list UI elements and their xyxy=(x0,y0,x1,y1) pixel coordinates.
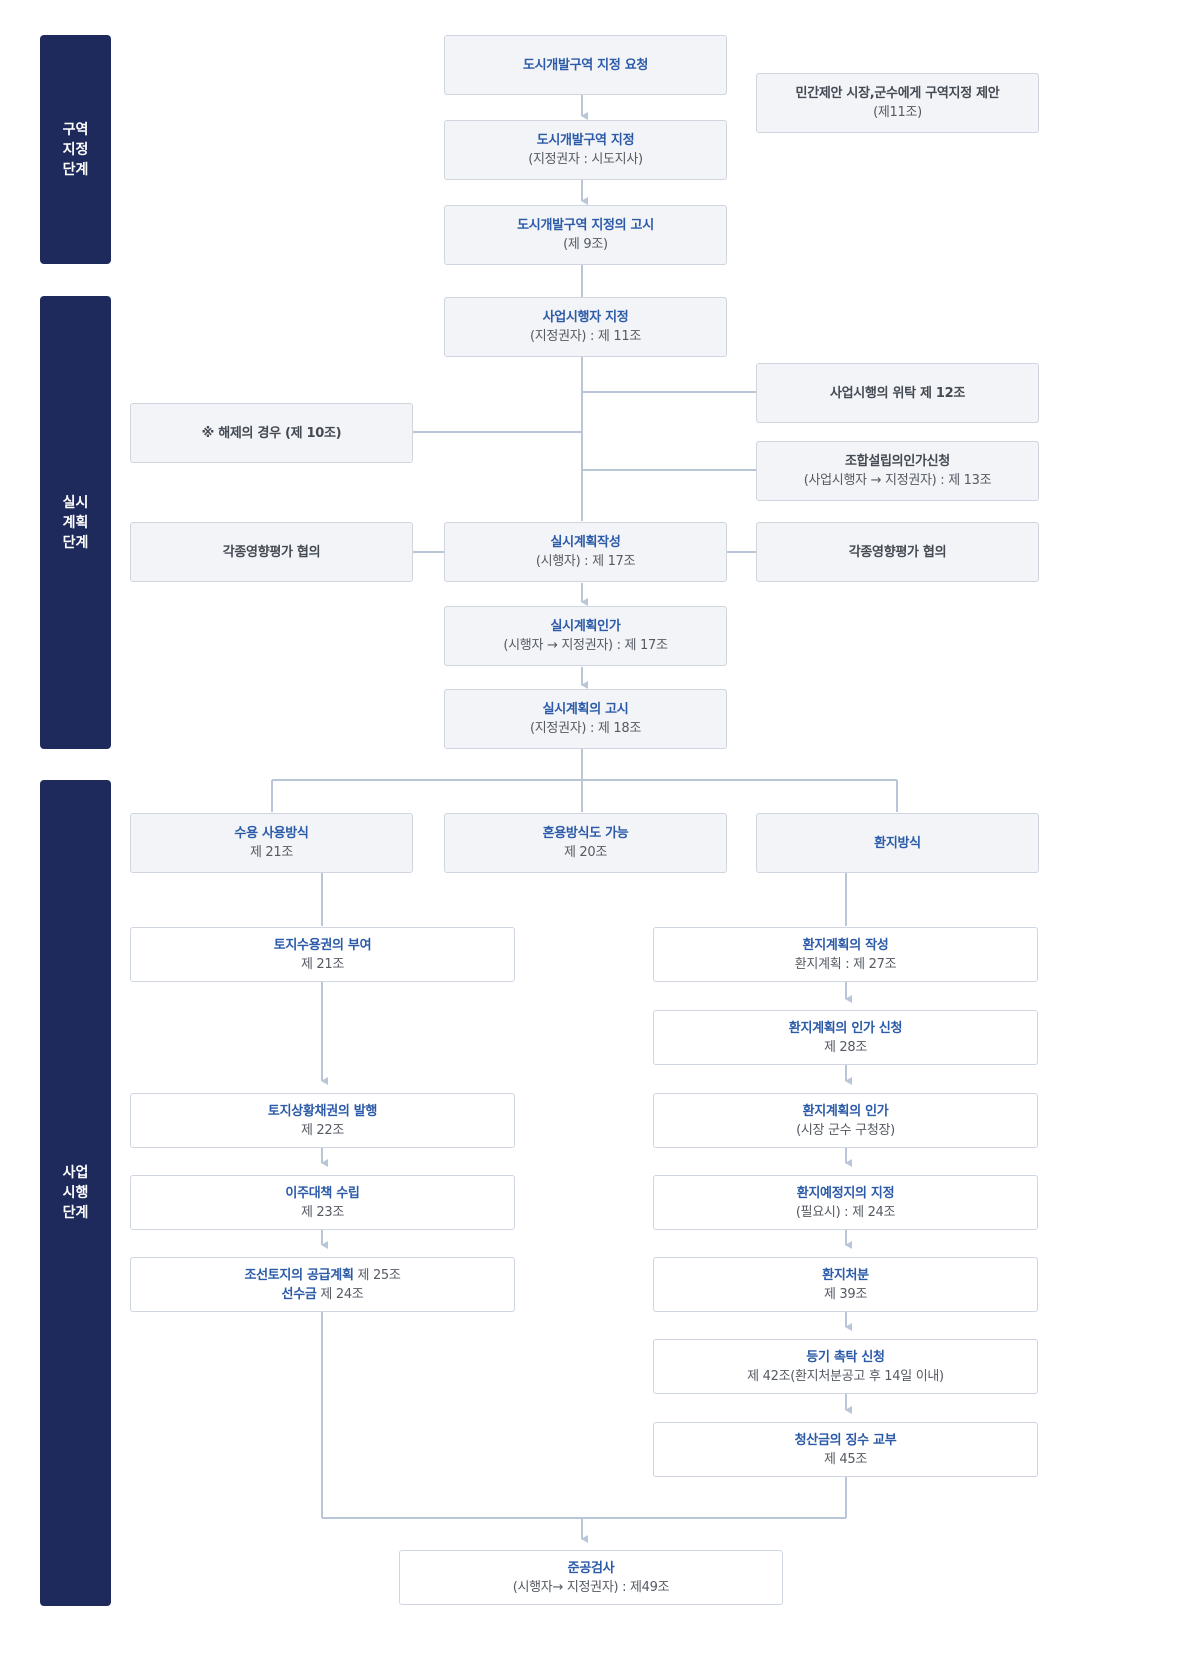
box-title: 토지수용권의 부여 xyxy=(273,937,372,953)
box-private-proposal: 민간제안 시장,군수에게 구역지정 제안 (제11조) xyxy=(756,73,1039,133)
box-title: 조선토지의 공급계획 xyxy=(244,1267,354,1283)
box-subtitle: (지정권자) : 제 18조 xyxy=(529,721,642,736)
box-method-replotting: 환지방식 xyxy=(756,813,1039,873)
box-title: 환지계획의 작성 xyxy=(802,937,889,953)
box-subtitle: (시장 군수 구청장) xyxy=(796,1122,895,1138)
box-title: 실시계획인가 xyxy=(550,619,621,634)
box-subtitle: (지정권자 : 시도지사) xyxy=(528,152,643,167)
box-title: 각종영향평가 협의 xyxy=(848,544,947,560)
stage-label-planning: 실시 계획 단계 xyxy=(62,494,89,551)
box-title: 선수금 xyxy=(281,1286,317,1302)
box-title: 혼용방식도 가능 xyxy=(542,826,629,841)
box-title: 이주대책 수립 xyxy=(285,1185,360,1201)
box-subtitle: 제 45조 xyxy=(823,1451,868,1467)
box-subtitle: 제 21조 xyxy=(249,845,294,860)
box-line-advance: 선수금 제 24조 xyxy=(282,1285,364,1304)
box-title: 등기 촉탁 신청 xyxy=(806,1349,885,1365)
box-article: 제 24조 xyxy=(320,1286,364,1302)
box-title: ※ 해제의 경우 (제 10조) xyxy=(201,425,342,441)
box-article: 제 25조 xyxy=(357,1267,401,1283)
box-subtitle: (제 9조) xyxy=(563,237,608,252)
box-land-bond-issue: 토지상황채권의 발행 제 22조 xyxy=(130,1093,515,1148)
box-title: 환지계획의 인가 신청 xyxy=(788,1020,903,1036)
box-operator-designation: 사업시행자 지정 (지정권자) : 제 11조 xyxy=(444,297,727,357)
box-registry-request: 등기 촉탁 신청 제 42조(환지처분공고 후 14일 이내) xyxy=(653,1339,1038,1394)
box-subtitle: (사업시행자 → 지정권자) : 제 13조 xyxy=(803,473,992,488)
box-replot-plan-draft: 환지계획의 작성 환지계획 : 제 27조 xyxy=(653,927,1038,982)
box-subtitle: 제 42조(환지처분공고 후 14일 이내) xyxy=(747,1368,944,1384)
box-subtitle: 제 28조 xyxy=(823,1039,868,1055)
box-title: 각종영향평가 협의 xyxy=(222,544,321,560)
box-subtitle: (필요시) : 제 24조 xyxy=(795,1204,896,1220)
box-subtitle: 제 39조 xyxy=(823,1286,868,1302)
box-replot-reserve-designation: 환지예정지의 지정 (필요시) : 제 24조 xyxy=(653,1175,1038,1230)
box-title: 사업시행의 위탁 제 12조 xyxy=(829,385,966,401)
box-subtitle: (시행자) : 제 17조 xyxy=(535,554,636,569)
box-title: 청산금의 징수 교부 xyxy=(794,1432,897,1448)
box-title: 토지상황채권의 발행 xyxy=(267,1103,378,1119)
stage-label-designation: 구역 지정 단계 xyxy=(62,121,89,178)
box-land-expropriation-right: 토지수용권의 부여 제 21조 xyxy=(130,927,515,982)
box-entrust: 사업시행의 위탁 제 12조 xyxy=(756,363,1039,423)
box-title: 수용 사용방식 xyxy=(234,826,309,841)
box-method-mixed: 혼용방식도 가능 제 20조 xyxy=(444,813,727,873)
box-plan-notice: 실시계획의 고시 (지정권자) : 제 18조 xyxy=(444,689,727,749)
box-title: 도시개발구역 지정 xyxy=(536,133,635,148)
box-title: 환지처분 xyxy=(822,1267,869,1283)
box-consultation-right: 각종영향평가 협의 xyxy=(756,522,1039,582)
box-title: 준공검사 xyxy=(567,1560,615,1576)
box-district-designation: 도시개발구역 지정 (지정권자 : 시도지사) xyxy=(444,120,727,180)
box-title: 환지계획의 인가 xyxy=(802,1103,889,1119)
box-union-application: 조합설립의인가신청 (사업시행자 → 지정권자) : 제 13조 xyxy=(756,441,1039,501)
box-replot-approval-request: 환지계획의 인가 신청 제 28조 xyxy=(653,1010,1038,1065)
box-title: 조합설립의인가신청 xyxy=(845,454,950,469)
box-replot-approval: 환지계획의 인가 (시장 군수 구청장) xyxy=(653,1093,1038,1148)
box-subtitle: (제11조) xyxy=(873,105,922,120)
box-title: 민간제안 시장,군수에게 구역지정 제안 xyxy=(795,86,1000,101)
box-settlement: 청산금의 징수 교부 제 45조 xyxy=(653,1422,1038,1477)
box-title: 사업시행자 지정 xyxy=(542,310,629,325)
box-line-supply: 조선토지의 공급계획 제 25조 xyxy=(244,1266,400,1285)
box-title: 도시개발구역 지정의 고시 xyxy=(517,218,654,233)
box-district-notice: 도시개발구역 지정의 고시 (제 9조) xyxy=(444,205,727,265)
stage-bar-planning: 실시 계획 단계 xyxy=(40,296,111,749)
box-subtitle: 제 21조 xyxy=(300,956,345,972)
box-cancellation: ※ 해제의 경우 (제 10조) xyxy=(130,403,413,463)
box-subtitle: (시행자→ 지정권자) : 제49조 xyxy=(512,1579,670,1595)
box-method-expropriation: 수용 사용방식 제 21조 xyxy=(130,813,413,873)
box-replot-disposition: 환지처분 제 39조 xyxy=(653,1257,1038,1312)
stage-bar-designation: 구역 지정 단계 xyxy=(40,35,111,264)
box-consultation-left: 각종영향평가 협의 xyxy=(130,522,413,582)
box-subtitle: 제 23조 xyxy=(300,1204,345,1220)
box-relocation-plan: 이주대책 수립 제 23조 xyxy=(130,1175,515,1230)
box-title: 도시개발구역 지정 요청 xyxy=(522,57,649,73)
box-title: 실시계획작성 xyxy=(550,535,621,550)
box-completion-inspection: 준공검사 (시행자→ 지정권자) : 제49조 xyxy=(399,1550,783,1605)
box-plan-approval: 실시계획인가 (시행자 → 지정권자) : 제 17조 xyxy=(444,606,727,666)
stage-bar-execution: 사업 시행 단계 xyxy=(40,780,111,1606)
box-subtitle: 환지계획 : 제 27조 xyxy=(794,956,897,972)
stage-label-execution: 사업 시행 단계 xyxy=(62,1165,89,1221)
box-district-request: 도시개발구역 지정 요청 xyxy=(444,35,727,95)
box-subtitle: (시행자 → 지정권자) : 제 17조 xyxy=(503,638,668,653)
box-subtitle: 제 22조 xyxy=(300,1122,345,1138)
box-plan-drafting: 실시계획작성 (시행자) : 제 17조 xyxy=(444,522,727,582)
box-subtitle: 제 20조 xyxy=(563,845,608,860)
box-title: 실시계획의 고시 xyxy=(542,702,629,717)
box-subtitle: (지정권자) : 제 11조 xyxy=(529,329,642,344)
box-title: 환지방식 xyxy=(874,835,921,851)
box-title: 환지예정지의 지정 xyxy=(796,1185,895,1201)
box-land-supply-plan: 조선토지의 공급계획 제 25조 선수금 제 24조 xyxy=(130,1257,515,1312)
